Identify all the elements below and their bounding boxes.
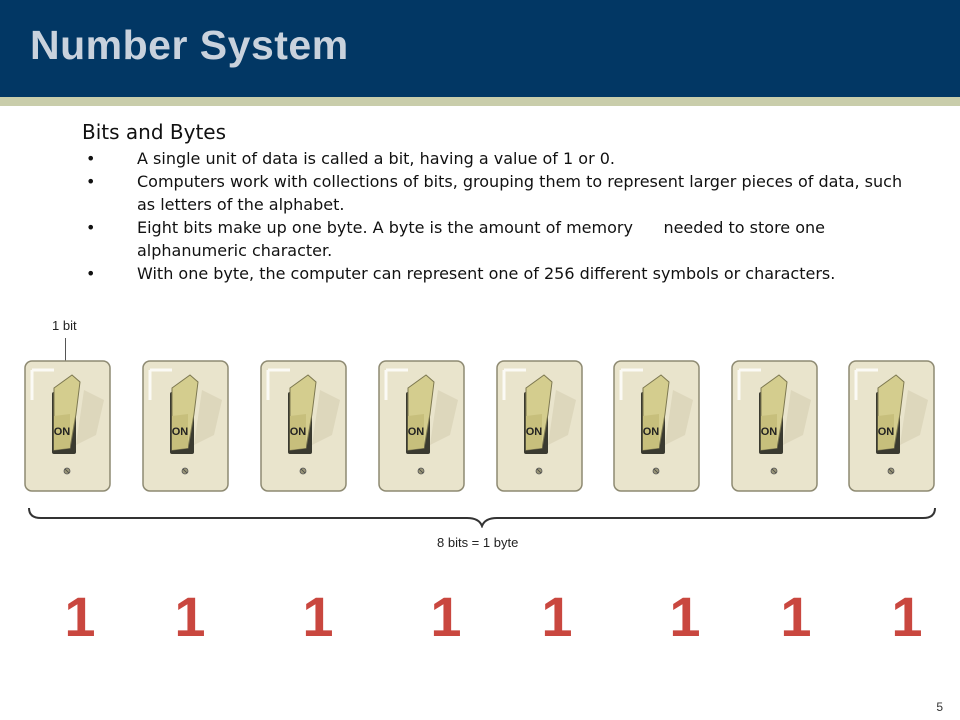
switch-on-label: ON xyxy=(290,426,307,438)
switch-on-label: ON xyxy=(408,426,425,438)
light-switch: ON xyxy=(24,360,111,492)
section-heading: Bits and Bytes xyxy=(82,120,227,144)
bullet-item: • Computers work with collections of bits… xyxy=(82,170,922,216)
light-switch: ON xyxy=(142,360,229,492)
bullet-item: • A single unit of data is called a bit, … xyxy=(82,147,922,170)
bullet-text: A single unit of data is called a bit, h… xyxy=(137,149,615,168)
bullet-icon: • xyxy=(86,264,96,283)
switch-on-label: ON xyxy=(878,426,895,438)
light-switch-icon: ON xyxy=(378,360,465,492)
bit-digit: 1 xyxy=(669,585,701,648)
bullet-icon: • xyxy=(86,172,96,191)
bullet-icon: • xyxy=(86,149,96,168)
switch-on-label: ON xyxy=(643,426,660,438)
byte-brace xyxy=(28,507,936,528)
bit-digit: 1 xyxy=(780,585,812,648)
switch-on-label: ON xyxy=(172,426,189,438)
bullet-item: • With one byte, the computer can represe… xyxy=(82,262,922,285)
bit-digit: 1 xyxy=(430,585,462,648)
bit-digit: 1 xyxy=(64,585,96,648)
light-switch: ON xyxy=(731,360,818,492)
bullet-text: Eight bits make up one byte. A byte is t… xyxy=(137,218,825,260)
slide-title: Number System xyxy=(30,22,349,68)
bullet-text: Computers work with collections of bits,… xyxy=(137,172,903,214)
light-switch: ON xyxy=(260,360,347,492)
bit-digit: 1 xyxy=(541,585,573,648)
slide-header xyxy=(0,0,960,97)
light-switch-icon: ON xyxy=(613,360,700,492)
page-number: 5 xyxy=(936,700,943,714)
light-switch-icon: ON xyxy=(496,360,583,492)
bit-digit: 1 xyxy=(174,585,206,648)
header-stripe xyxy=(0,97,960,106)
light-switch: ON xyxy=(378,360,465,492)
switch-on-label: ON xyxy=(761,426,778,438)
bullet-list: • A single unit of data is called a bit, … xyxy=(82,147,922,285)
bit-digit: 1 xyxy=(891,585,923,648)
light-switch-icon: ON xyxy=(260,360,347,492)
light-switch: ON xyxy=(848,360,935,492)
bullet-icon: • xyxy=(86,218,96,237)
light-switch: ON xyxy=(613,360,700,492)
byte-label: 8 bits = 1 byte xyxy=(437,535,519,550)
light-switch-icon: ON xyxy=(848,360,935,492)
light-switch-icon: ON xyxy=(24,360,111,492)
switch-on-label: ON xyxy=(54,426,71,438)
light-switch: ON xyxy=(496,360,583,492)
bit-pointer-line xyxy=(65,338,66,365)
light-switch-icon: ON xyxy=(731,360,818,492)
switch-on-label: ON xyxy=(526,426,543,438)
bit-label: 1 bit xyxy=(52,318,77,333)
bit-digit: 1 xyxy=(302,585,334,648)
slide-content: Bits and Bytes • A single unit of data is… xyxy=(82,119,922,285)
bullet-item: • Eight bits make up one byte. A byte is … xyxy=(82,216,922,262)
bullet-text: With one byte, the computer can represen… xyxy=(137,264,836,283)
light-switch-icon: ON xyxy=(142,360,229,492)
